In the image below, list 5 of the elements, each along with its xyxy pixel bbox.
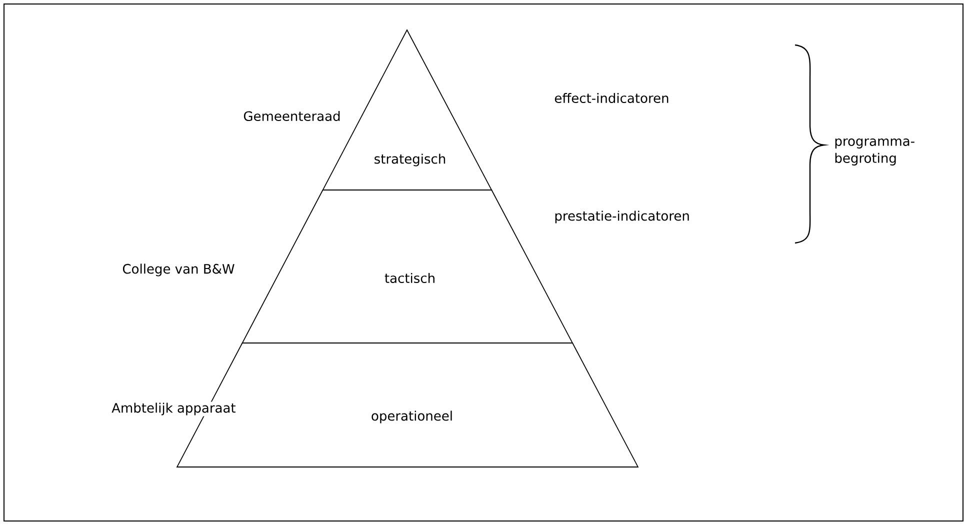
indicator-label: prestatie-indicatoren [555,210,689,224]
layer-caption: Ambtelijk apparaat [110,402,237,416]
layer-caption: College van B&W [121,262,236,278]
indicator-label: programma-begroting [835,138,914,166]
indicator-label: effect-indicatoren [554,92,668,104]
